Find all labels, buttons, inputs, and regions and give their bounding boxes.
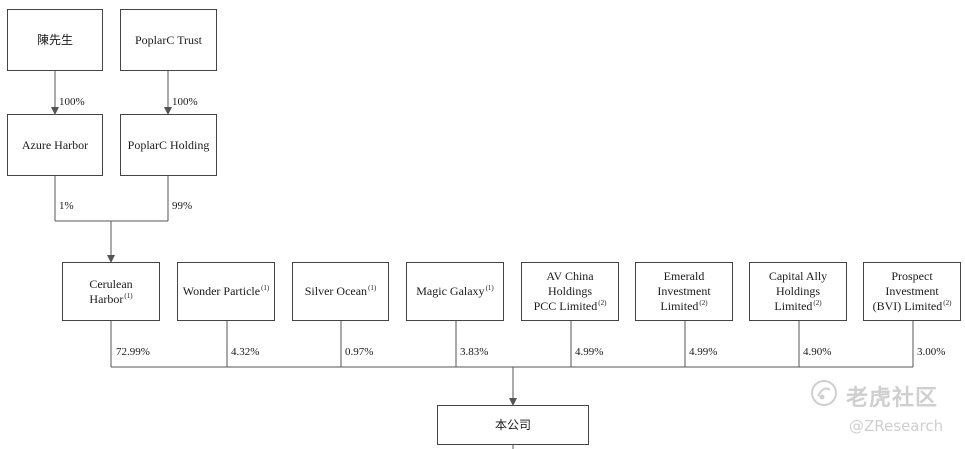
footnote-marker: (1) <box>261 284 270 292</box>
pct-mr-chen-to-azure: 100% <box>59 96 85 108</box>
pct-magic-galaxy: 3.83% <box>460 346 489 358</box>
pct-cerulean-harbor: 72.99% <box>116 346 150 358</box>
shareholder-wonder-particle: Wonder Particle(1) <box>177 262 275 321</box>
entity-company-label: 本公司 <box>494 417 531 432</box>
shareholder-magic-galaxy: Magic Galaxy(1) <box>406 262 504 321</box>
shareholder-name-line1: Capital Ally <box>768 269 828 283</box>
shareholder-name-line2: Limited <box>660 299 699 313</box>
shareholder-silver-ocean: Silver Ocean(1) <box>292 262 389 321</box>
entity-azure-harbor-label: Azure Harbor <box>21 137 89 152</box>
shareholder-name-line2: PCC Limited <box>533 299 598 313</box>
watermark-brand: 老虎社区 <box>846 386 939 411</box>
entity-poplarc-trust: PoplarC Trust <box>120 9 217 71</box>
footnote-marker: (1) <box>485 284 494 292</box>
entity-poplarc-holding: PoplarC Holding <box>120 114 217 176</box>
pct-holding-to-cerulean: 99% <box>172 200 193 212</box>
pct-trust-to-holding: 100% <box>172 96 198 108</box>
shareholder-name-line2: (BVI) Limited <box>872 299 943 313</box>
shareholder-name: Silver Ocean <box>304 284 368 298</box>
pct-silver-ocean: 0.97% <box>345 346 374 358</box>
entity-mr-chen-label: 陳先生 <box>36 32 73 47</box>
footnote-marker: (2) <box>598 299 607 307</box>
footnote-marker: (1) <box>124 291 133 300</box>
shareholder-name-line1: AV China Holdings <box>546 269 594 298</box>
shareholder-name-line2: Holdings Limited <box>774 284 820 313</box>
pct-av-china-holdings: 4.99% <box>575 346 604 358</box>
footnote-marker: (2) <box>943 299 952 307</box>
shareholder-name-line1: Emerald Investment <box>657 269 711 298</box>
shareholder-cerulean-harbor: Cerulean Harbor(1) <box>62 262 160 321</box>
shareholder-prospect-investment: Prospect Investment(BVI) Limited(2) <box>863 262 961 321</box>
pct-prospect-investment: 3.00% <box>917 346 946 358</box>
entity-poplarc-trust-label: PoplarC Trust <box>134 32 203 47</box>
shareholder-name: Magic Galaxy <box>416 284 485 298</box>
entity-azure-harbor: Azure Harbor <box>7 114 103 176</box>
watermark-logo-icon <box>811 380 837 406</box>
pct-wonder-particle: 4.32% <box>231 346 260 358</box>
footnote-marker: (2) <box>699 299 708 307</box>
entity-poplarc-holding-label: PoplarC Holding <box>127 137 210 152</box>
shareholder-name: Cerulean Harbor <box>89 276 133 306</box>
watermark-handle: @ZResearch <box>849 417 944 435</box>
pct-azure-to-cerulean: 1% <box>59 200 74 212</box>
pct-emerald-investment: 4.99% <box>689 346 718 358</box>
entity-company: 本公司 <box>437 405 589 445</box>
shareholder-name: Wonder Particle <box>182 284 261 298</box>
pct-capital-ally: 4.90% <box>803 346 832 358</box>
shareholder-name-line1: Prospect Investment <box>885 269 939 298</box>
entity-mr-chen: 陳先生 <box>7 9 103 71</box>
footnote-marker: (2) <box>813 299 822 307</box>
footnote-marker: (1) <box>368 284 377 292</box>
